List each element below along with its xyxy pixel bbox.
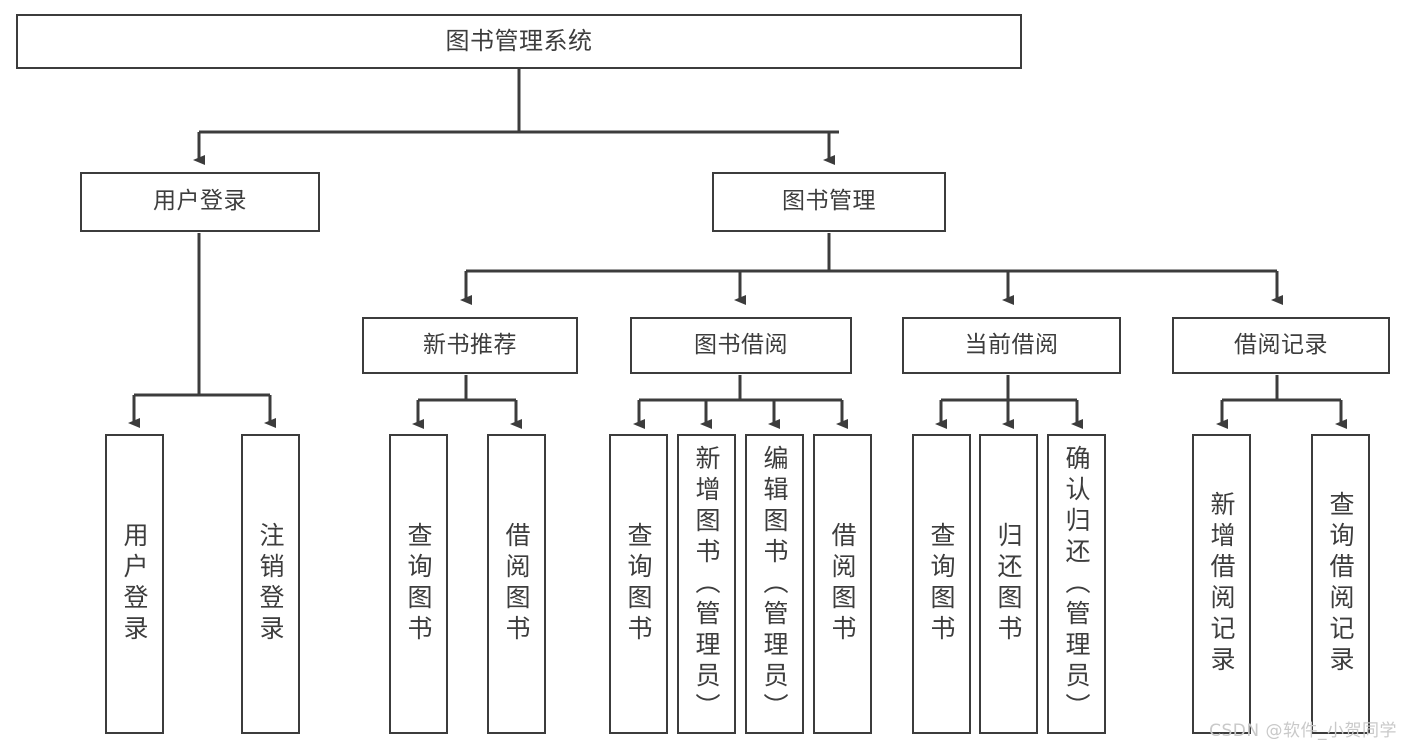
- leaf-new-book-borrow[interactable]: 借阅图书: [487, 434, 546, 734]
- leaf-book-borrow-query[interactable]: 查询图书: [609, 434, 668, 734]
- node-root-system[interactable]: 图书管理系统: [16, 14, 1022, 69]
- watermark-text: CSDN @软件_小贺同学: [1209, 721, 1397, 741]
- node-label: 用户登录: [120, 522, 149, 646]
- node-borrow-record[interactable]: 借阅记录: [1172, 317, 1390, 374]
- leaf-book-borrow-edit[interactable]: 编辑图书（管理员）: [745, 434, 804, 734]
- leaf-book-borrow-add[interactable]: 新增图书（管理员）: [677, 434, 736, 734]
- node-label: 查询图书: [927, 522, 956, 646]
- leaf-user-login-login[interactable]: 用户登录: [105, 434, 164, 734]
- node-book-borrow[interactable]: 图书借阅: [630, 317, 852, 374]
- node-label: 确认归还（管理员）: [1062, 444, 1091, 724]
- node-label: 图书管理: [782, 188, 876, 215]
- leaf-book-borrow-borrow[interactable]: 借阅图书: [813, 434, 872, 734]
- leaf-current-borrow-return[interactable]: 归还图书: [979, 434, 1038, 734]
- node-label: 注销登录: [256, 522, 285, 646]
- leaf-current-borrow-confirm-return[interactable]: 确认归还（管理员）: [1047, 434, 1106, 734]
- node-label: 用户登录: [153, 188, 247, 215]
- leaf-borrow-record-add[interactable]: 新增借阅记录: [1192, 434, 1251, 734]
- node-label: 查询图书: [404, 522, 433, 646]
- leaf-borrow-record-query[interactable]: 查询借阅记录: [1311, 434, 1370, 734]
- leaf-user-login-logout[interactable]: 注销登录: [241, 434, 300, 734]
- node-current-borrow[interactable]: 当前借阅: [902, 317, 1121, 374]
- leaf-new-book-query[interactable]: 查询图书: [389, 434, 448, 734]
- node-book-management[interactable]: 图书管理: [712, 172, 946, 232]
- node-label: 图书借阅: [694, 331, 788, 358]
- node-label: 编辑图书（管理员）: [760, 444, 789, 724]
- node-label: 借阅记录: [1234, 331, 1328, 358]
- node-label: 查询借阅记录: [1326, 491, 1355, 677]
- leaf-current-borrow-query[interactable]: 查询图书: [912, 434, 971, 734]
- node-label: 新书推荐: [423, 331, 517, 358]
- node-new-book-recommend[interactable]: 新书推荐: [362, 317, 578, 374]
- node-label: 归还图书: [994, 522, 1023, 646]
- node-label: 新增借阅记录: [1207, 491, 1236, 677]
- node-label: 查询图书: [624, 522, 653, 646]
- node-label: 图书管理系统: [445, 27, 593, 56]
- node-label: 当前借阅: [964, 331, 1059, 358]
- node-label: 新增图书（管理员）: [692, 444, 721, 724]
- node-label: 借阅图书: [828, 522, 857, 646]
- node-user-login[interactable]: 用户登录: [80, 172, 320, 232]
- node-label: 借阅图书: [502, 522, 531, 646]
